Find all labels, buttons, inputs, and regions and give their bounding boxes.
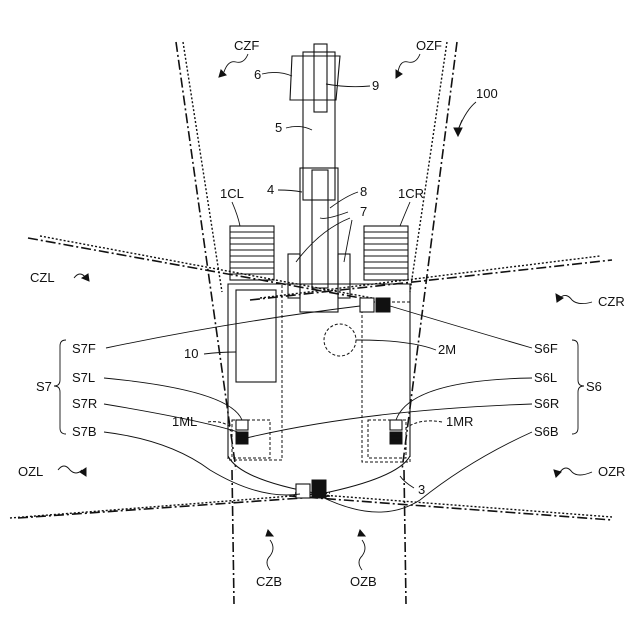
arrow-ozb [359, 540, 365, 570]
label-s7f: S7F [72, 341, 96, 356]
label-ozr: OZR [598, 464, 625, 479]
right-upper-boundary-dashdot [250, 260, 612, 300]
left-lower-boundary-dotted [10, 493, 330, 518]
front-right-boundary-dotted [410, 42, 447, 292]
label-8: 8 [360, 184, 367, 199]
label-6: 6 [254, 67, 261, 82]
boom-side-cylinder-left [288, 254, 300, 298]
boom-cylinder [312, 170, 328, 288]
label-ozl: OZL [18, 464, 43, 479]
sensors [236, 298, 402, 498]
sensor-s6f [376, 298, 390, 312]
label-4: 4 [267, 182, 274, 197]
label-s6b: S6B [534, 424, 559, 439]
left-upper-boundary-dotted [40, 236, 372, 298]
label-s7: S7 [36, 379, 52, 394]
label-5: 5 [275, 120, 282, 135]
cabin [236, 290, 276, 382]
brace-s7 [54, 340, 66, 434]
arrow-czr [560, 295, 592, 303]
sensor-s7b [296, 484, 310, 498]
label-czl: CZL [30, 270, 55, 285]
label-czf: CZF [234, 38, 259, 53]
label-1ml: 1ML [172, 414, 197, 429]
arrow-ozr [560, 468, 592, 475]
arrow-ozf [398, 54, 420, 72]
left-lower-boundary-dashdot [18, 496, 330, 518]
label-1mr: 1MR [446, 414, 473, 429]
sensor-s7l [236, 420, 248, 430]
crawler-right-body [364, 226, 408, 280]
sensor-s6l [390, 420, 402, 430]
label-czr: CZR [598, 294, 625, 309]
label-s6l: S6L [534, 370, 557, 385]
arrow-czb [267, 540, 273, 570]
label-3: 3 [418, 482, 425, 497]
label-2m: 2M [438, 342, 456, 357]
sensor-s6r-dark [390, 432, 402, 444]
label-s7r: S7R [72, 396, 97, 411]
rear-right-boundary [404, 470, 406, 604]
label-ozb: OZB [350, 574, 377, 589]
label-10: 10 [184, 346, 198, 361]
right-frame-dotted [362, 302, 410, 462]
sensor-s7f [360, 298, 374, 312]
label-7: 7 [360, 204, 367, 219]
crawler-left-body [230, 226, 274, 280]
arrow-ozl [58, 466, 82, 473]
bucket [290, 56, 340, 100]
label-1cr: 1CR [398, 186, 424, 201]
front-left-boundary-dashdot [176, 42, 236, 470]
right-lower-boundary-dotted [295, 493, 612, 517]
labels: CZF OZF 6 9 100 5 4 8 7 1CL 1CR CZL CZR … [18, 38, 625, 589]
label-czb: CZB [256, 574, 282, 589]
label-1cl: 1CL [220, 186, 244, 201]
label-s7b: S7B [72, 424, 97, 439]
label-s7l: S7L [72, 370, 95, 385]
rear-left-boundary [232, 470, 234, 604]
label-s6f: S6F [534, 341, 558, 356]
front-attachment [288, 44, 350, 312]
label-s6: S6 [586, 379, 602, 394]
crawler-left [230, 226, 274, 280]
label-s6r: S6R [534, 396, 559, 411]
front-left-boundary-dotted [183, 42, 222, 292]
arm [303, 52, 335, 200]
arrow-czf [224, 54, 248, 72]
label-100: 100 [476, 86, 498, 101]
crawler-right [364, 226, 408, 280]
zone-boundaries [10, 42, 612, 604]
right-lower-boundary-dashdot [290, 496, 612, 520]
right-upper-boundary-dotted [260, 256, 600, 298]
swing-motor-circle [324, 324, 356, 356]
sensor-s6b [312, 480, 326, 498]
arm-cylinder [314, 44, 327, 112]
brace-s6 [572, 340, 584, 434]
label-ozf: OZF [416, 38, 442, 53]
label-9: 9 [372, 78, 379, 93]
